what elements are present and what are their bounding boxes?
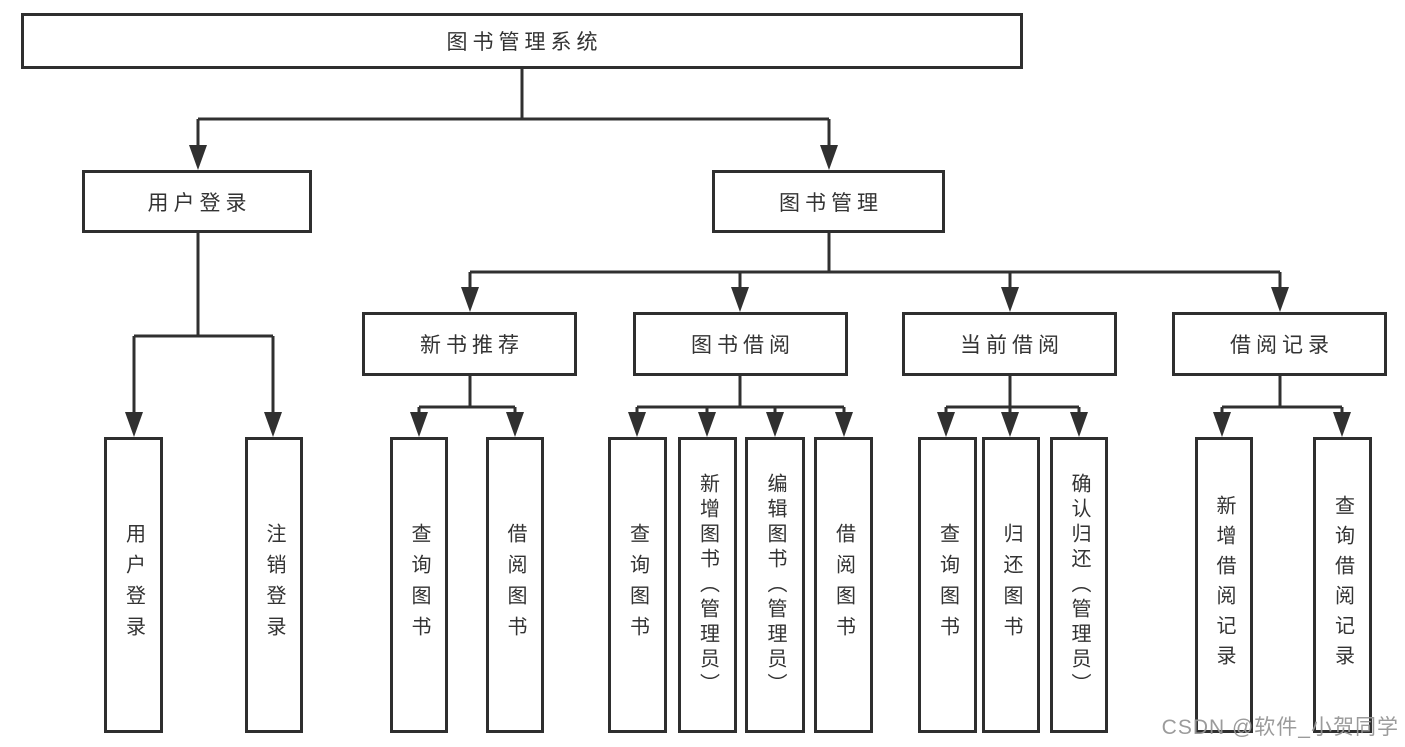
leaf-query-borrow-record: 查询借阅记录	[1313, 437, 1372, 733]
node-current-borrow: 当前借阅	[902, 312, 1117, 376]
node-label: 编辑图书（管理员）	[764, 472, 786, 698]
arrowhead	[1271, 287, 1289, 312]
leaf-query-books-2: 查询图书	[608, 437, 667, 733]
leaf-borrow-books-1: 借阅图书	[486, 437, 544, 733]
arrowhead	[835, 412, 853, 437]
node-label: 注销登录	[263, 523, 285, 647]
node-label: 当前借阅	[960, 334, 1064, 357]
arrowhead	[410, 412, 428, 437]
arrowhead	[628, 412, 646, 437]
leaf-edit-books-admin: 编辑图书（管理员）	[745, 437, 805, 733]
node-label: 借阅图书	[832, 523, 855, 647]
node-label: 确认归还（管理员）	[1068, 472, 1090, 698]
arrowhead	[1333, 412, 1351, 437]
leaf-query-books-1: 查询图书	[390, 437, 448, 733]
arrowhead	[1070, 412, 1088, 437]
connector-borrow-records-children	[1213, 376, 1351, 437]
node-label: 用户登录	[122, 523, 145, 647]
leaf-logout: 注销登录	[245, 437, 303, 733]
node-user-login: 用户登录	[82, 170, 312, 233]
node-label: 归还图书	[1000, 523, 1022, 647]
arrowhead	[820, 145, 838, 170]
node-label: 查询图书	[936, 523, 959, 647]
node-borrow-records: 借阅记录	[1172, 312, 1387, 376]
connector-book-borrow-children	[628, 376, 853, 437]
arrowhead	[731, 287, 749, 312]
leaf-user-login: 用户登录	[104, 437, 163, 733]
arrowhead	[506, 412, 524, 437]
node-label: 新增图书（管理员）	[696, 472, 719, 698]
node-label: 查询图书	[408, 523, 430, 647]
leaf-add-books-admin: 新增图书（管理员）	[678, 437, 737, 733]
node-label: 借阅记录	[1230, 334, 1334, 357]
node-book-borrow: 图书借阅	[633, 312, 848, 376]
leaf-return-books: 归还图书	[982, 437, 1040, 733]
arrowhead	[1001, 412, 1019, 437]
arrowhead	[698, 412, 716, 437]
csdn-watermark: CSDN @软件_小贺同学	[1161, 716, 1399, 739]
arrowhead	[461, 287, 479, 312]
node-new-book-recommend: 新书推荐	[362, 312, 577, 376]
node-label: 图书借阅	[691, 334, 795, 357]
connector-book-mgmt-children	[461, 233, 1289, 312]
node-root-system: 图书管理系统	[21, 13, 1023, 69]
connector-user-login-children	[125, 233, 282, 437]
arrowhead	[937, 412, 955, 437]
arrowhead	[264, 412, 282, 437]
leaf-query-books-3: 查询图书	[918, 437, 977, 733]
leaf-borrow-books-2: 借阅图书	[814, 437, 873, 733]
arrowhead	[766, 412, 784, 437]
node-label: 新书推荐	[420, 334, 524, 357]
arrowhead	[1001, 287, 1019, 312]
node-label: 图书管理	[779, 191, 883, 215]
node-label: 查询借阅记录	[1331, 495, 1354, 675]
leaf-add-borrow-record: 新增借阅记录	[1195, 437, 1253, 733]
node-label: 用户登录	[147, 191, 252, 215]
node-label: 图书管理系统	[446, 31, 603, 54]
node-label: 查询图书	[626, 523, 649, 647]
connector-current-borrow-children	[937, 376, 1088, 437]
arrowhead	[189, 145, 207, 170]
connector-new-books-children	[410, 376, 524, 437]
node-label: 新增借阅记录	[1213, 495, 1235, 675]
leaf-confirm-return-admin: 确认归还（管理员）	[1050, 437, 1108, 733]
connector-root-to-level2	[189, 69, 838, 170]
arrowhead	[1213, 412, 1231, 437]
node-label: 借阅图书	[504, 523, 526, 647]
arrowhead	[125, 412, 143, 437]
node-book-management: 图书管理	[712, 170, 945, 233]
